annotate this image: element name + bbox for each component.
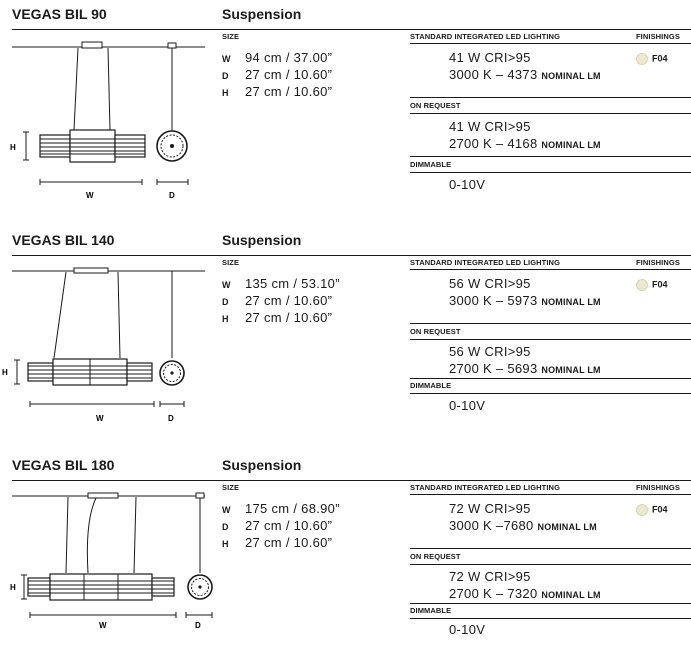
technical-drawing: H W D [10,41,205,200]
section-rule [410,113,691,114]
dim-label-d: D [169,191,175,200]
lamp-side-view [27,573,175,601]
model-title: VEGAS BIL 140 [12,232,115,248]
dim-label-w: W [96,414,104,423]
product-type: Suspension [222,6,302,22]
dim-label-w: W [99,621,107,630]
model-title: VEGAS BIL 90 [12,6,107,22]
section-rule [410,603,691,604]
req-lumen: 2700 K – 5693 NOMINAL LM [449,361,601,376]
header-rule [12,255,691,256]
dimmable-value: 0-10V [449,398,486,413]
req-power: 41 W CRI>95 [449,119,531,134]
model-title: VEGAS BIL 180 [12,457,115,473]
section-rule [410,269,691,270]
section-rule [410,156,691,157]
dim-label-h: H [10,583,16,592]
size-header: SIZE [222,258,240,267]
product-block-vegas-bil-140: VEGAS BIL 140 Suspension H W [0,226,691,441]
header-rule [12,480,691,481]
dim-label-d: D [168,414,174,423]
dim-label-h: H [10,143,16,152]
finishings-header: FINISHINGS [636,32,680,41]
header-rule [12,29,691,30]
dim-label-d: D [195,621,201,630]
size-header: SIZE [222,32,240,41]
section-rule [410,548,691,549]
lamp-side-view [39,129,146,163]
section-rule [410,494,691,495]
finish-f04: F04 [636,504,668,516]
section-rule [410,618,691,619]
dimmable-value: 0-10V [449,177,486,192]
std-lighting-header: STANDARD INTEGRATED LED LIGHTING [410,258,560,267]
req-lumen: 2700 K – 4168 NOMINAL LM [449,136,601,151]
std-lumen: 3000 K –7680 NOMINAL LM [449,518,597,533]
section-rule [410,339,691,340]
std-power: 41 W CRI>95 [449,50,531,65]
dimmable-header: DIMMABLE [410,606,452,615]
product-type: Suspension [222,232,302,248]
size-header: SIZE [222,483,240,492]
on-request-header: ON REQUEST [410,327,461,336]
finishings-header: FINISHINGS [636,258,680,267]
finish-swatch [636,504,648,516]
product-block-vegas-bil-90: VEGAS BIL 90 Suspension H W [0,0,691,215]
std-lighting-header: STANDARD INTEGRATED LED LIGHTING [410,483,560,492]
dim-label-w: W [86,191,94,200]
finish-f04: F04 [636,53,668,65]
dimmable-header: DIMMABLE [410,381,452,390]
product-block-vegas-bil-180: VEGAS BIL 180 Suspension [0,451,691,666]
dim-label-h: H [2,368,8,377]
technical-drawing: H W D [10,492,213,630]
req-lumen: 2700 K – 7320 NOMINAL LM [449,586,601,601]
finish-swatch [636,279,648,291]
std-lighting-header: STANDARD INTEGRATED LED LIGHTING [410,32,560,41]
technical-drawing: H W D [2,267,205,423]
section-rule [410,323,691,324]
section-rule [410,97,691,98]
section-rule [410,393,691,394]
finishings-header: FINISHINGS [636,483,680,492]
section-rule [410,172,691,173]
product-type: Suspension [222,457,302,473]
req-power: 56 W CRI>95 [449,344,531,359]
std-lumen: 3000 K – 5973 NOMINAL LM [449,293,601,308]
dimmable-value: 0-10V [449,622,486,637]
finish-swatch [636,53,648,65]
std-power: 72 W CRI>95 [449,501,531,516]
std-power: 56 W CRI>95 [449,276,531,291]
on-request-header: ON REQUEST [410,552,461,561]
req-power: 72 W CRI>95 [449,569,531,584]
lamp-side-view [27,358,153,386]
finish-f04: F04 [636,279,668,291]
section-rule [410,378,691,379]
std-lumen: 3000 K – 4373 NOMINAL LM [449,67,601,82]
section-rule [410,564,691,565]
section-rule [410,43,691,44]
dimmable-header: DIMMABLE [410,160,452,169]
on-request-header: ON REQUEST [410,101,461,110]
